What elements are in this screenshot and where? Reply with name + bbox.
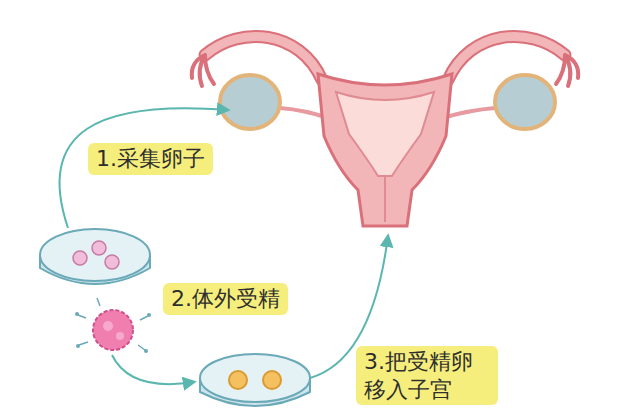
petri-dish (40, 229, 150, 284)
step-label: 3.把受精卵 移入子宫 (356, 346, 498, 405)
uterine-cavity (336, 92, 434, 176)
ovary (495, 75, 555, 129)
ovary (220, 75, 280, 129)
flow-arrow (112, 355, 194, 384)
uterus (318, 74, 452, 226)
step-label: 2.体外受精 (163, 283, 288, 315)
cervical-canal (384, 176, 386, 222)
egg-with-sperm (75, 298, 151, 353)
step-text: 2.体外受精 (171, 286, 280, 311)
flow-arrow (59, 108, 228, 228)
step-text: 3.把受精卵 移入子宫 (364, 349, 473, 402)
step-label: 1.采集卵子 (88, 143, 213, 175)
step-text: 1.采集卵子 (96, 146, 205, 171)
petri-dish (200, 354, 310, 406)
